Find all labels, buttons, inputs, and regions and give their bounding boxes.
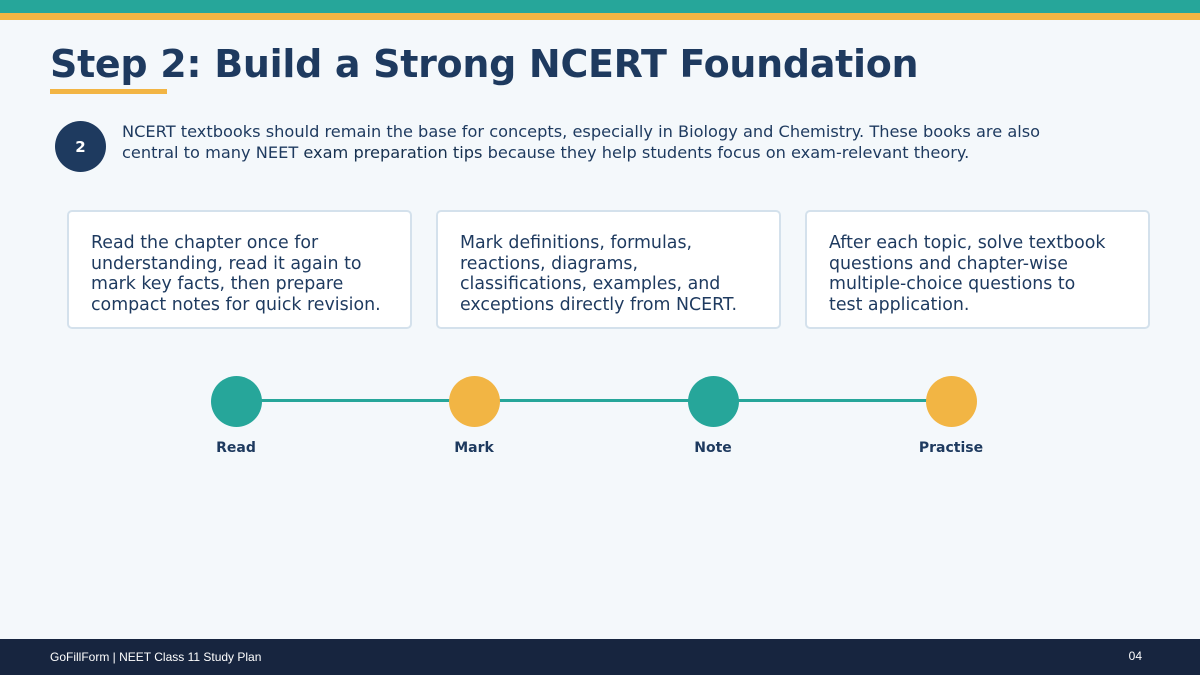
timeline-dot-note xyxy=(688,376,739,427)
slide-title: Step 2: Build a Strong NCERT Foundation xyxy=(50,42,919,86)
card-mark: Mark definitions, formulas, reactions, d… xyxy=(436,210,781,329)
footer-bar: GoFillForm | NEET Class 11 Study Plan 04 xyxy=(0,639,1200,675)
card-line: After each topic, solve textbook xyxy=(829,233,1106,253)
card-line: Mark definitions, formulas, xyxy=(460,233,693,253)
intro-keyword-link[interactable]: exam preparation tips xyxy=(303,143,483,162)
card-line: exceptions directly from NCERT. xyxy=(460,294,737,315)
timeline-label-mark: Mark xyxy=(454,440,494,456)
card-read: Read the chapter once for understanding,… xyxy=(67,210,412,329)
step-number-badge: 2 xyxy=(55,121,106,172)
timeline-dot-practise xyxy=(926,376,977,427)
card-line: multiple-choice questions to xyxy=(829,274,1076,294)
title-underline xyxy=(50,89,167,94)
intro-line-1: NCERT textbooks should remain the base f… xyxy=(122,122,1041,141)
timeline-dot-read xyxy=(211,376,262,427)
card-line: understanding, read it again to xyxy=(91,253,362,274)
intro-line-2: central to many NEET exam preparation ti… xyxy=(122,142,1162,163)
timeline-label-practise: Practise xyxy=(918,440,984,456)
page-number: 04 xyxy=(1128,649,1142,663)
intro-paragraph: NCERT textbooks should remain the base f… xyxy=(122,121,1162,163)
timeline-label-note: Note xyxy=(694,440,732,456)
top-accent-bar-gold xyxy=(0,13,1200,20)
timeline-dot-mark xyxy=(449,376,500,427)
card-line: questions and chapter-wise xyxy=(829,253,1068,274)
timeline-label-read: Read xyxy=(216,440,256,456)
timeline-connector-line xyxy=(236,399,951,402)
card-line: Read the chapter once for xyxy=(91,233,319,253)
card-line: reactions, diagrams, xyxy=(460,253,639,274)
card-line: compact notes for quick revision. xyxy=(91,294,381,315)
card-line: mark key facts, then prepare xyxy=(91,274,344,294)
card-line: classifications, examples, and xyxy=(460,274,721,294)
card-line: test application. xyxy=(829,294,970,315)
top-accent-bar-teal xyxy=(0,0,1200,13)
footer-text: GoFillForm | NEET Class 11 Study Plan xyxy=(50,650,262,664)
intro-line-2-start: central to many NEET xyxy=(122,143,304,162)
intro-line-2-end: because they help students focus on exam… xyxy=(482,143,970,162)
card-practise: After each topic, solve textbook questio… xyxy=(805,210,1150,329)
